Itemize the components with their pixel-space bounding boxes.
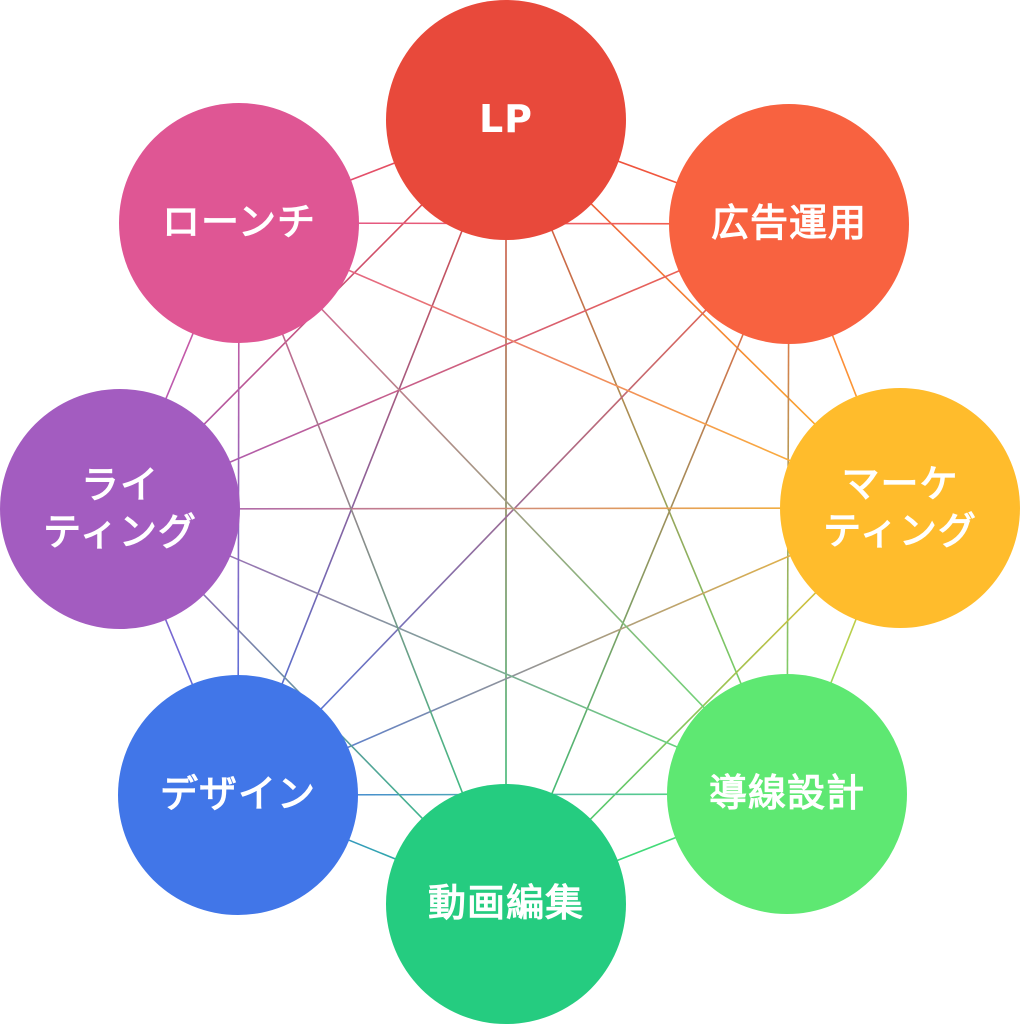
connection-ads-writing bbox=[119, 223, 790, 510]
connection-ads-video bbox=[505, 223, 790, 905]
node-funnel: 導線設計 bbox=[667, 674, 907, 914]
connection-marketing-writing bbox=[119, 507, 901, 510]
node-label: 動画編集 bbox=[427, 881, 584, 926]
node-design: デザイン bbox=[118, 675, 358, 915]
node-label: 広告運用 bbox=[710, 201, 867, 246]
node-label-line-1: マーケ bbox=[841, 461, 959, 506]
node-label: 導線設計 bbox=[708, 771, 865, 816]
node-label: LP bbox=[478, 97, 534, 142]
node-launch: ローンチ bbox=[119, 103, 359, 343]
node-writing: ライ ティング bbox=[0, 389, 240, 629]
node-ads: 広告運用 bbox=[669, 104, 909, 344]
node-label-line-2: ティング bbox=[43, 510, 197, 554]
node-lp: LP bbox=[386, 0, 626, 240]
connection-funnel-launch bbox=[238, 222, 788, 795]
connection-lp-design bbox=[237, 119, 507, 796]
node-label-line-1: ライ bbox=[80, 462, 159, 507]
connection-lp-funnel bbox=[505, 119, 788, 795]
node-marketing: マーケ ティング bbox=[780, 388, 1020, 628]
node-label: デザイン bbox=[159, 772, 316, 817]
node-label: ローンチ bbox=[161, 200, 317, 245]
node-label-line-2: ティング bbox=[823, 509, 977, 553]
node-video: 動画編集 bbox=[386, 784, 626, 1024]
connection-video-launch bbox=[238, 222, 507, 905]
